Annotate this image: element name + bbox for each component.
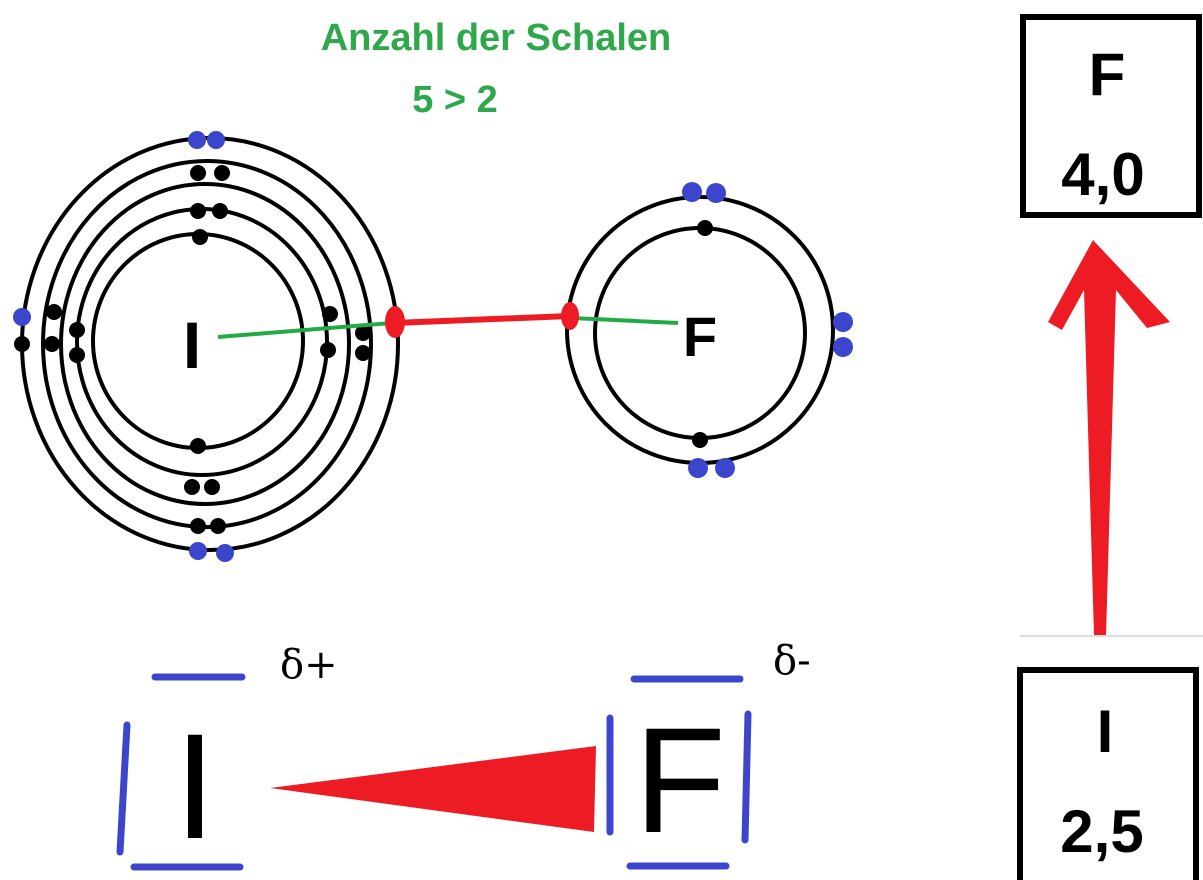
fluorine-radius-line <box>571 316 679 325</box>
fluorine-partial-charge: δ- <box>773 638 811 684</box>
iodine-electronegativity-value: 2,5 <box>1060 798 1143 865</box>
iodine-shell-2 <box>75 207 329 477</box>
iodine-partial-charge: δ+ <box>280 642 338 688</box>
iodine-atom-symbol: I <box>183 308 201 382</box>
bonding-electron-iodine-side <box>385 306 405 338</box>
fluorine-lewis-lone-pairs <box>606 675 752 870</box>
bonding-electron-fluorine-side <box>561 302 579 330</box>
iodine-box-frame <box>1017 667 1199 880</box>
fluorine-box-frame <box>1020 14 1202 218</box>
polarity-wedge-arrow <box>270 746 596 832</box>
iodine-lewis-symbol: I <box>174 702 216 870</box>
iodine-electronegativity-box: I 2,5 <box>1017 667 1199 880</box>
fluorine-box-symbol: F <box>1089 41 1126 108</box>
fluorine-electrons <box>692 220 713 448</box>
iodine-box-symbol: I <box>1097 698 1114 765</box>
fluorine-electronegativity-value: 4,0 <box>1061 141 1144 208</box>
fluorine-lone-pair-electrons <box>682 182 853 478</box>
title-line-2: 5 > 2 <box>412 79 498 121</box>
iodine-electrons <box>14 165 371 534</box>
iodine-shell-3 <box>59 182 351 506</box>
electronegativity-arrow <box>1048 240 1170 636</box>
fluorine-lewis-symbol: F <box>634 696 726 864</box>
bonding-electron-pair-line <box>393 313 571 326</box>
fluorine-electronegativity-box: F 4,0 <box>1020 14 1202 218</box>
iodine-shell-4 <box>41 159 373 529</box>
iodine-outer-lone-pair-electrons <box>13 131 234 562</box>
title-line-1: Anzahl der Schalen <box>321 17 672 59</box>
iodine-lewis-lone-pairs <box>116 673 246 871</box>
iodine-radius-line <box>217 321 393 339</box>
fluorine-atom-symbol: F <box>683 305 717 368</box>
